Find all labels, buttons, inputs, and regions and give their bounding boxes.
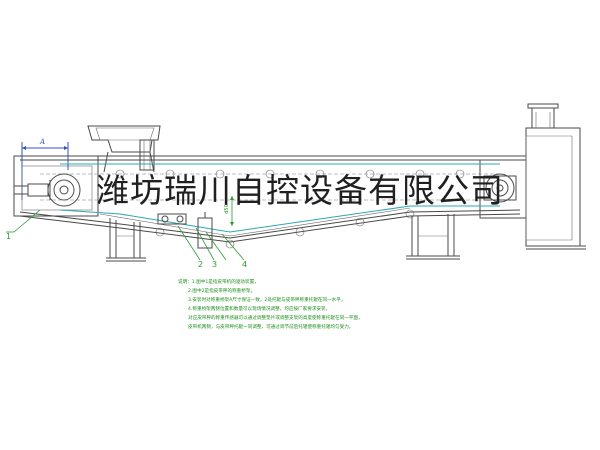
callout-2: 2: [198, 260, 204, 269]
conveyor-belt: [40, 163, 500, 237]
idler-rollers: [115, 169, 465, 249]
callout-leaders: [6, 209, 245, 261]
company-watermark: 潍坊瑞川自控设备有限公司: [96, 171, 504, 210]
note-line-2: 2.图中2是指皮带秤的称重桥架，: [188, 289, 256, 294]
note-line-6: 皮带机两侧，与皮带秤托辊一同调整，可通过调节前后托辊使称重托辊均匀受力。: [188, 325, 354, 330]
vertical-dimension: [230, 196, 234, 226]
tail-pulley: [13, 173, 81, 207]
feed-hopper: [87, 125, 161, 173]
head-pulley: [483, 173, 517, 203]
discharge-chute: [525, 103, 586, 250]
note-line-1: 说明：1.图中1是指皮带机的驱动装置，: [178, 280, 259, 285]
installation-notes: 说明：1.图中1是指皮带机的驱动装置， 2.图中2是指皮带秤的称重桥架， 3.安…: [178, 278, 428, 332]
note-line-3: 3.安装时对称重桥架A尺寸保证一致，2处托辊与皮带秤称重托辊在同一水平，: [188, 298, 346, 303]
weighing-bridge: [157, 212, 213, 249]
dimension-a-label: A: [40, 138, 46, 146]
callout-3: 3: [212, 260, 218, 269]
note-line-4: 4.称重桥架两侧位置和数量可以现场情况调整，均应按厂家要求安装，: [188, 307, 331, 312]
left-support-legs: [106, 218, 146, 262]
note-line-5: 对应皮带秤的称重传感器可以通过调整垫片或调整支架的高度使称重托辊在同一平面，: [188, 316, 363, 321]
right-support-legs: [406, 214, 460, 260]
callout-1: 1: [6, 232, 12, 241]
callout-4: 4: [242, 260, 248, 269]
